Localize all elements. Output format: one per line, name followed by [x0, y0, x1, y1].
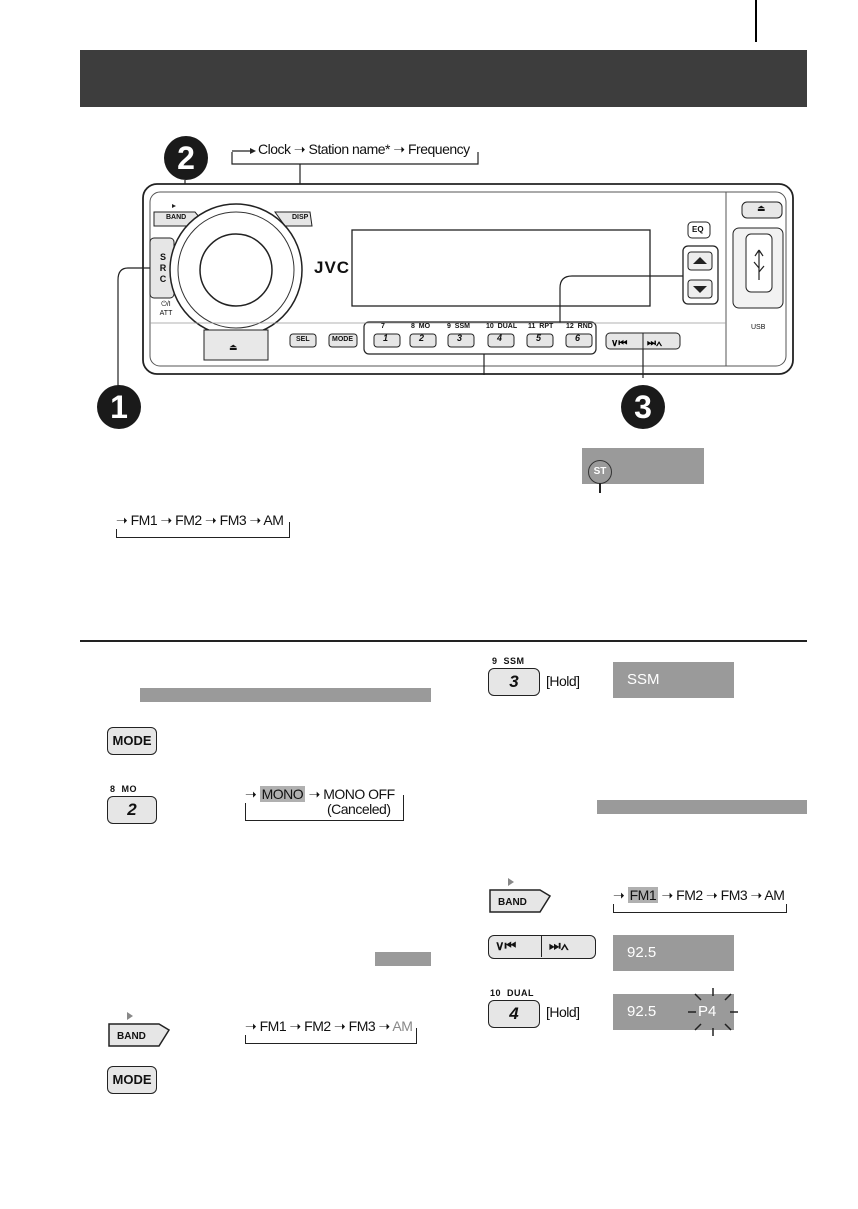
- preset-num-1[interactable]: 1: [383, 333, 389, 343]
- cut-line: [755, 0, 757, 42]
- eject-lever-icon: ⏏: [229, 342, 238, 352]
- flash-burst-icon: [688, 988, 738, 1036]
- preset-top-2: 8 MO: [411, 323, 431, 330]
- band-key-left-label: BAND: [117, 1031, 146, 1042]
- section-divider: [80, 640, 807, 642]
- key2-top-label: 8 MO: [110, 784, 138, 794]
- callout-3: 3: [621, 385, 665, 429]
- jvc-logo: JVC: [314, 258, 351, 277]
- band-button-label[interactable]: BAND: [166, 214, 187, 221]
- preset-top-3: 9 SSM: [447, 323, 470, 330]
- callout-1: 1: [97, 385, 141, 429]
- band-key-right-label: BAND: [498, 897, 527, 908]
- power-label: ⏻/I ATT: [159, 301, 173, 317]
- svg-text:⏭∧: ⏭∧: [647, 338, 663, 349]
- eq-button-label[interactable]: EQ: [692, 225, 704, 234]
- hold-label-1: [Hold]: [546, 673, 580, 689]
- eject-icon[interactable]: ⏏: [757, 203, 766, 213]
- key-2[interactable]: 2: [107, 796, 157, 824]
- preset-top-5: 11 RPT: [528, 323, 554, 330]
- preset-num-6[interactable]: 6: [575, 333, 581, 343]
- section-header-bar: [80, 50, 807, 107]
- band-key-left[interactable]: BAND: [107, 1012, 171, 1048]
- car-stereo-diagram: ∨⏮ ⏭∧: [117, 148, 794, 388]
- seek-up-icon: ⏭∧: [549, 938, 569, 953]
- mode-key-2[interactable]: MODE: [107, 1066, 157, 1094]
- left-subheading-strip-2: [375, 952, 431, 966]
- band-key-right[interactable]: BAND: [488, 878, 552, 914]
- st-indicator-icon: ST: [588, 460, 612, 484]
- mode-button-label[interactable]: MODE: [332, 336, 353, 343]
- seek-key[interactable]: ∨⏮ ⏭∧: [488, 935, 596, 959]
- callout-2: 2: [164, 136, 208, 180]
- preset-num-3[interactable]: 3: [457, 333, 463, 343]
- disp-sequence: Clock ➝ Station name* ➝ Frequency: [258, 141, 470, 157]
- band-seq-left: ➝ FM1 ➝ FM2 ➝ FM3 ➝ AM: [245, 1018, 416, 1035]
- preset-top-4: 10 DUAL: [486, 323, 518, 330]
- disp-button-label[interactable]: DISP: [292, 214, 309, 221]
- key4-top-label: 10 DUAL: [490, 988, 535, 998]
- key-3[interactable]: 3: [488, 668, 540, 696]
- preset-p4-indicator: P4: [698, 1003, 717, 1020]
- hold-label-2: [Hold]: [546, 1004, 580, 1020]
- left-subheading-strip: [140, 688, 431, 702]
- sel-button-label[interactable]: SEL: [296, 336, 310, 343]
- seek-down-icon: ∨⏮: [495, 938, 517, 953]
- right-subheading-strip: [597, 800, 807, 814]
- band-cycle-top: ➝ FM1 ➝ FM2 ➝ FM3 ➝ AM: [116, 512, 288, 529]
- src-button-label[interactable]: S R C: [159, 252, 167, 284]
- mono-sequence: ➝ MONO ➝ MONO OFF: [245, 786, 398, 803]
- seek-divider: [541, 936, 542, 957]
- band-seq-right: ➝ FM1 ➝ FM2 ➝ FM3 ➝ AM: [613, 887, 788, 904]
- preset-num-5[interactable]: 5: [536, 333, 542, 343]
- ssm-display: SSM: [613, 662, 734, 698]
- usb-label: USB: [751, 324, 766, 331]
- band-seq-right-bracket: [613, 897, 787, 913]
- mono-bracket: [245, 795, 404, 821]
- key-4[interactable]: 4: [488, 1000, 540, 1028]
- band-seq-left-bracket: [245, 1028, 417, 1044]
- key3-top-label: 9 SSM: [492, 656, 525, 666]
- st-pointer: [599, 483, 601, 493]
- mode-key[interactable]: MODE: [107, 727, 157, 755]
- band-cycle-bracket: [116, 522, 290, 538]
- frequency-display: 92.5: [613, 935, 734, 971]
- frequency-display-2: 92.5: [613, 994, 734, 1030]
- mono-canceled-note: (Canceled): [327, 801, 391, 817]
- preset-num-4[interactable]: 4: [497, 333, 503, 343]
- svg-text:∨⏮: ∨⏮: [611, 338, 627, 349]
- preset-num-2[interactable]: 2: [419, 333, 425, 343]
- preset-top-6: 12 RND: [566, 323, 593, 330]
- preset-top-1: 7: [381, 323, 385, 330]
